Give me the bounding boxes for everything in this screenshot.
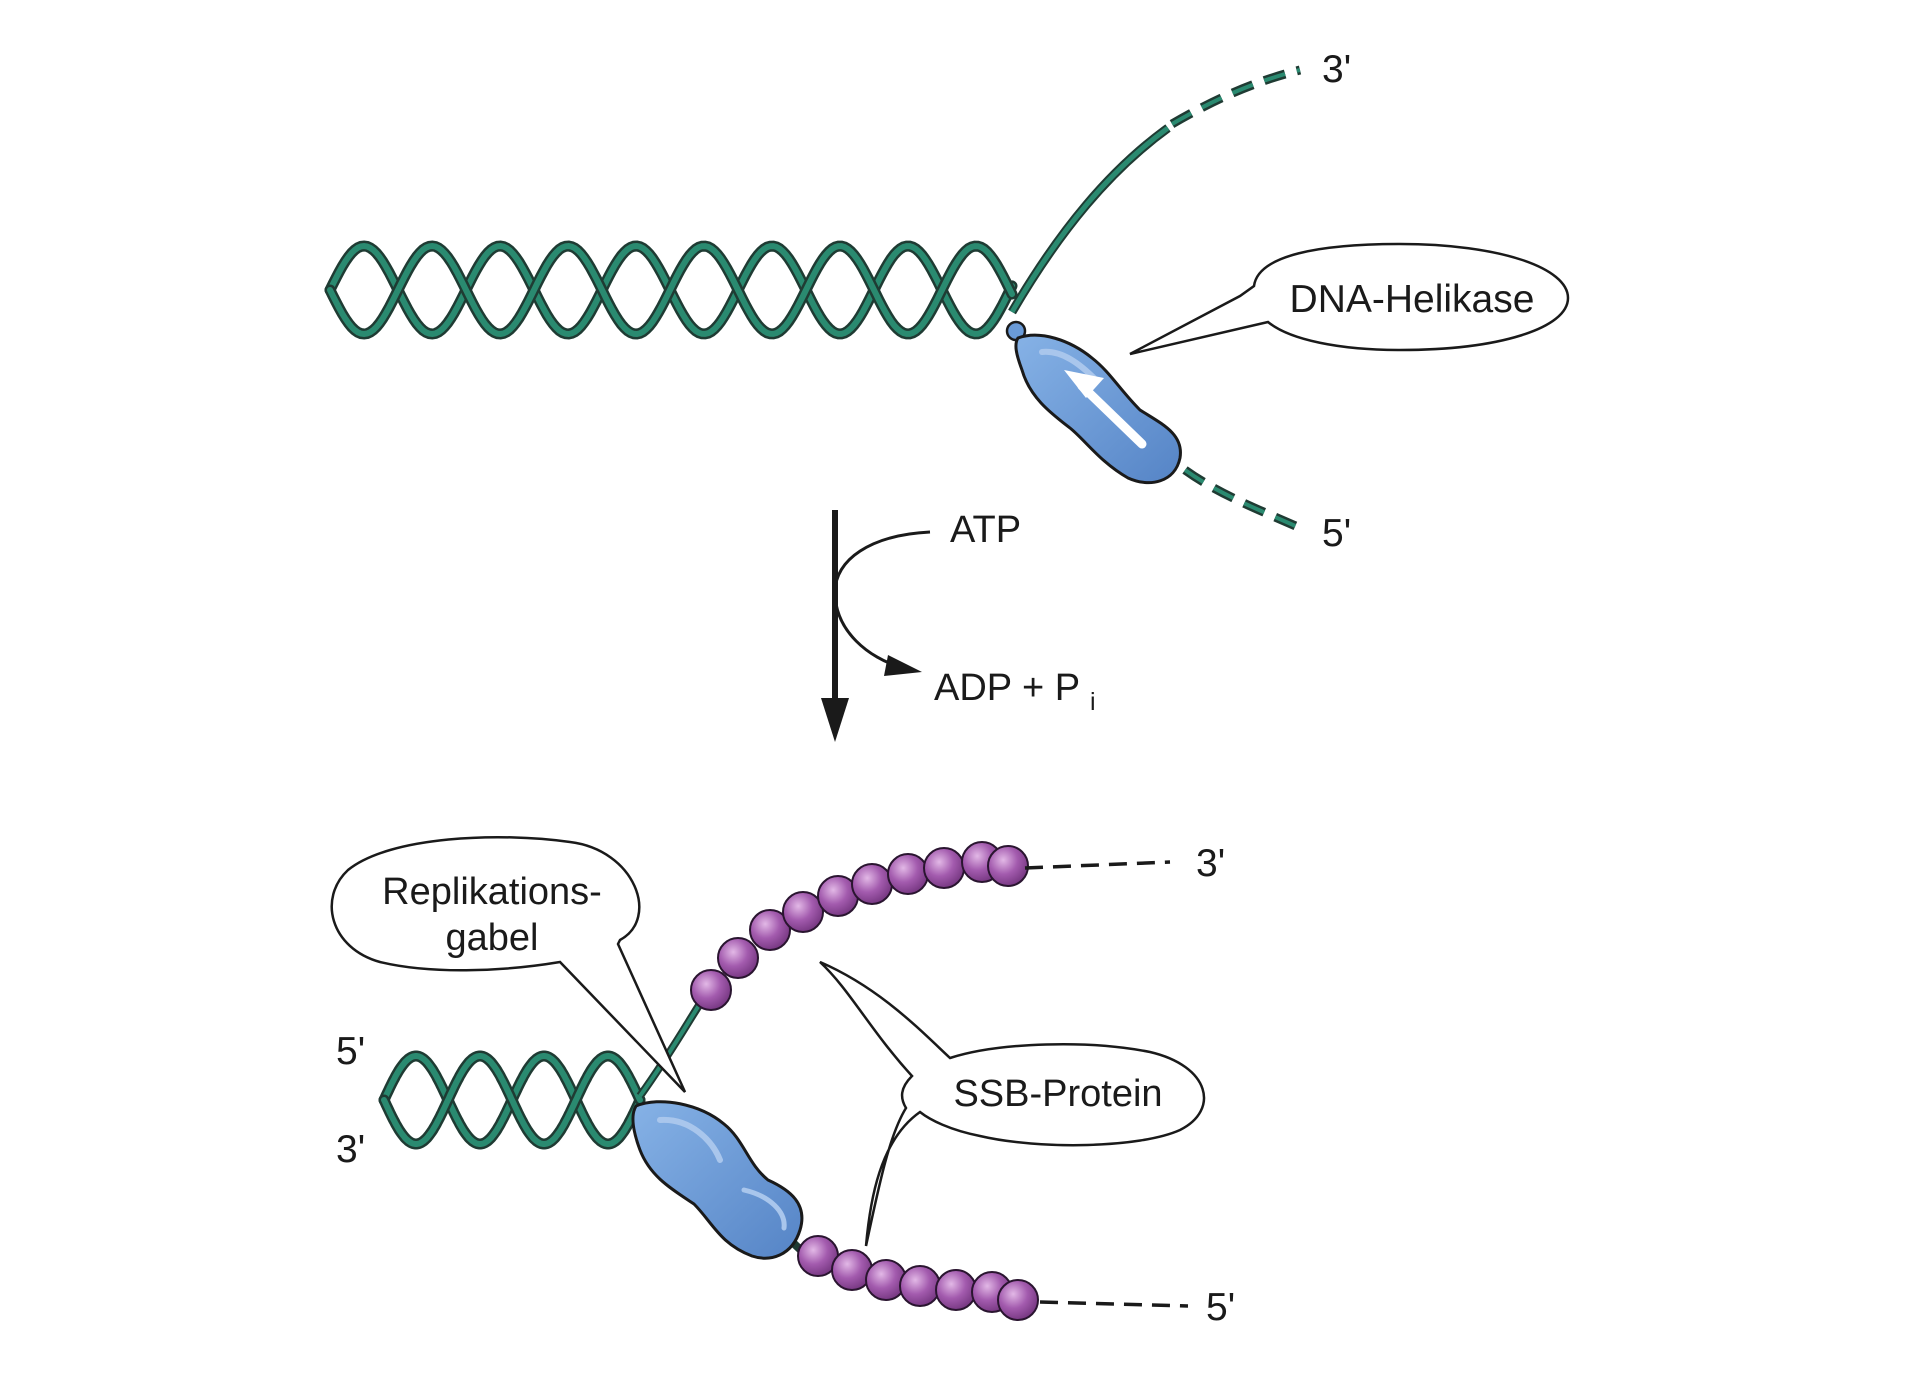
ssb-protein-upper-3 xyxy=(749,909,791,951)
ssb-lower-chain xyxy=(797,1235,1039,1321)
ssb-protein-lower-4 xyxy=(899,1265,941,1307)
ssb-protein-upper-8 xyxy=(923,847,965,889)
atp-to-adp-curve-arrow xyxy=(833,530,931,669)
top-strand-top-end-label: 3' xyxy=(1322,48,1351,91)
fork-label-line2: gabel xyxy=(446,917,539,959)
adp-pi-main: ADP + P xyxy=(934,667,1079,709)
bottom-helicase-shape xyxy=(631,1100,804,1260)
atp-label: ATP xyxy=(950,509,1021,551)
bottom-strand-top-end-label: 3' xyxy=(1196,842,1225,885)
adp-pi-subscript: i xyxy=(1090,688,1096,716)
ssb-label: SSB-Protein xyxy=(953,1073,1162,1115)
ssb-protein-upper-4 xyxy=(782,891,824,933)
bottom-panel: Replikations- gabel SSB-Protein 5' 3' 3'… xyxy=(330,835,1235,1329)
top-upper-strand xyxy=(1008,124,1171,315)
ssb-protein-upper-6 xyxy=(851,863,893,905)
top-panel: DNA-Helikase 3' 5' xyxy=(324,48,1570,555)
bottom-left-top-end-label: 5' xyxy=(336,1030,365,1073)
ssb-protein-upper-1 xyxy=(690,969,732,1011)
adp-pi-label: ADP + P i xyxy=(934,667,1096,716)
top-helix-strand-front-fill xyxy=(327,242,1015,338)
helicase-label: DNA-Helikase xyxy=(1290,278,1535,321)
ssb-protein-upper-10 xyxy=(987,845,1029,887)
fork-label-line1: Replikations- xyxy=(382,871,602,913)
bottom-upper-strand-dashed xyxy=(1024,860,1171,870)
ssb-protein-upper-2 xyxy=(717,937,759,979)
top-upper-strand-dashed xyxy=(1169,65,1302,128)
ssb-protein-lower-5 xyxy=(935,1269,977,1311)
top-double-helix xyxy=(324,240,1018,340)
ssb-callout: SSB-Protein xyxy=(819,960,1206,1247)
ssb-upper-chain xyxy=(690,841,1029,1011)
ssb-protein-lower-7 xyxy=(997,1279,1039,1321)
helicase-callout: DNA-Helikase xyxy=(1129,242,1570,356)
bottom-double-helix xyxy=(378,1050,646,1150)
bottom-strand-bottom-end-label: 5' xyxy=(1206,1286,1235,1329)
reaction-step: ATP ADP + P i xyxy=(821,509,1096,742)
top-strand-bottom-end-label: 5' xyxy=(1322,512,1351,555)
ssb-protein-upper-7 xyxy=(887,853,929,895)
bottom-left-bottom-end-label: 3' xyxy=(336,1128,365,1171)
helicase-direction-arrow-icon xyxy=(1077,381,1147,449)
fork-callout: Replikations- gabel xyxy=(330,835,687,1093)
bottom-lower-strand-dashed xyxy=(1039,1300,1189,1308)
